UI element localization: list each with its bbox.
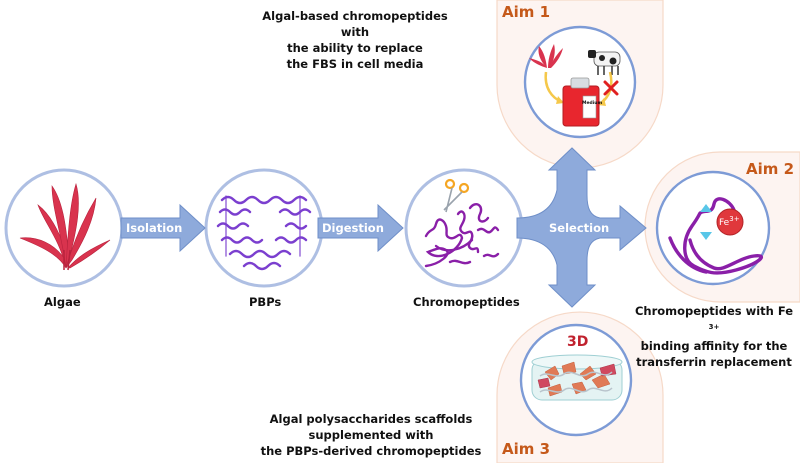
- digestion-arrow: [317, 203, 404, 253]
- fe-charge: 3+: [729, 215, 740, 223]
- cow-icon: [588, 50, 621, 75]
- aim2-description-line: Chromopeptides with Fe 3+: [628, 303, 800, 338]
- iron-binding-icon: [668, 197, 763, 275]
- seaweed-icon: [19, 182, 111, 271]
- fe-ion: [716, 208, 744, 236]
- aim2-description: Chromopeptides with Fe 3+ binding affini…: [628, 303, 800, 370]
- selection-arrow: [516, 147, 647, 308]
- aim1-description-line: the ability to replace: [287, 41, 423, 55]
- cross-icon: [603, 80, 619, 96]
- aim1-description: Algal-based chromopeptides with the abil…: [250, 8, 460, 72]
- fe-superscript: 3+: [708, 323, 720, 331]
- aim3-title: Aim 3: [502, 440, 551, 458]
- aim3-description: Algal polysaccharides scaffolds suppleme…: [256, 411, 486, 459]
- aim3-description-line: the PBPs-derived chromopeptides: [260, 444, 482, 458]
- fe-symbol: Fe: [719, 218, 730, 228]
- cell-medium-bottle-icon: [529, 44, 621, 127]
- medium-bottle-label: Medium: [582, 101, 603, 106]
- aim3-description-line: Algal polysaccharides scaffolds: [269, 412, 473, 426]
- protein-structure-icon: [216, 195, 312, 271]
- aim2-title: Aim 2: [746, 160, 795, 178]
- chromopeptides-circle: [404, 168, 524, 288]
- selection-label: Selection: [549, 221, 610, 235]
- aim2-description-text: Chromopeptides with Fe: [634, 304, 794, 318]
- binding-site-icon: [700, 204, 712, 212]
- binding-site-icon: [700, 232, 712, 240]
- stage-label-chromopeptides: Chromopeptides: [413, 295, 520, 309]
- aim1-description-line: Algal-based chromopeptides with: [262, 9, 448, 39]
- aim2-description-line: transferrin replacement: [636, 354, 792, 369]
- stage-label-algae: Algae: [44, 295, 81, 309]
- digestion-label: Digestion: [322, 221, 384, 235]
- fe-ion-label: Fe3+: [719, 215, 740, 228]
- isolation-arrow: [120, 203, 206, 253]
- aim3-description-line: supplemented with: [308, 428, 434, 442]
- aim1-title: Aim 1: [502, 3, 551, 21]
- aim1-description-line: the FBS in cell media: [286, 57, 424, 71]
- isolation-label: Isolation: [126, 221, 183, 235]
- scissors-icon: [443, 178, 470, 213]
- aim2-description-line: binding affinity for the: [640, 338, 788, 353]
- mini-seaweed-icon: [529, 44, 563, 68]
- peptide-fragments-icon: [424, 203, 500, 268]
- 3d-label: 3D: [567, 334, 589, 350]
- stage-label-pbps: PBPs: [249, 295, 282, 309]
- 3d-scaffold-cells-icon: [531, 354, 623, 401]
